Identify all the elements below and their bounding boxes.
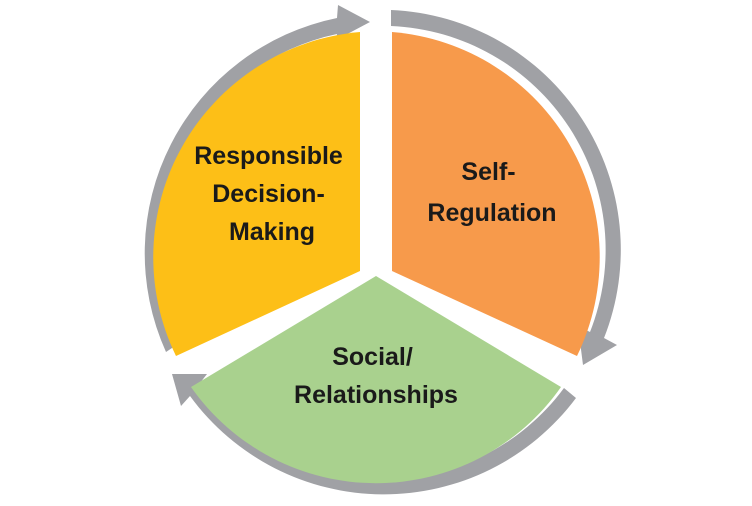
label-self-regulation-line-2: Regulation: [427, 199, 556, 227]
label-social-relationships: Social/ Relationships: [294, 343, 458, 409]
label-responsible-decision-making-line-1: Responsible: [194, 142, 343, 170]
segment-responsible-decision-making: [153, 32, 360, 356]
cycle-arrow-right: [391, 10, 621, 365]
segment-social-relationships: [191, 276, 561, 484]
labels: Self- Regulation Social/ Relationships R…: [194, 142, 556, 409]
label-self-regulation-line-1: Self-: [461, 158, 515, 186]
label-responsible-decision-making-line-3: Making: [229, 218, 315, 246]
segment-self-regulation: [392, 32, 600, 356]
label-responsible-decision-making-line-2: Decision-: [212, 180, 325, 208]
label-responsible-decision-making: Responsible Decision- Making: [194, 142, 350, 246]
label-self-regulation: Self- Regulation: [427, 158, 556, 227]
label-social-relationships-line-1: Social/: [332, 343, 413, 371]
label-social-relationships-line-2: Relationships: [294, 381, 458, 409]
cycle-arrow-bottom: [172, 374, 576, 495]
segments: [153, 32, 600, 484]
